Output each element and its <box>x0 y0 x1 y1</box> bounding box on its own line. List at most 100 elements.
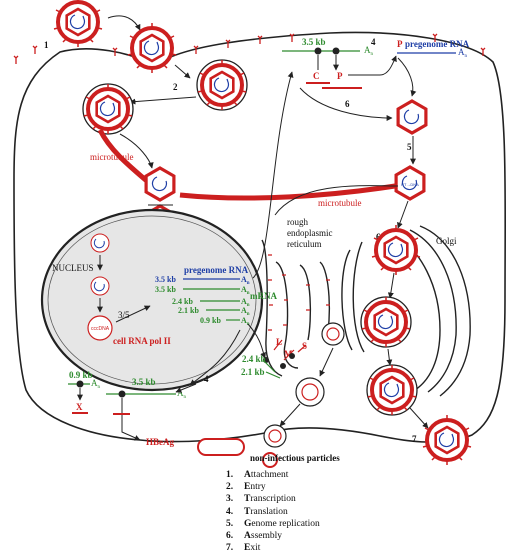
legend-initial: T <box>244 494 251 505</box>
legend-item: 7. Exit <box>226 542 406 554</box>
protein-p-top: P <box>397 39 403 49</box>
legend-text: ntry <box>250 482 266 493</box>
nuclear-dna-2 <box>90 276 110 296</box>
legend-number: 7. <box>226 543 234 554</box>
legend-text: xit <box>250 543 261 554</box>
legend-number: 5. <box>226 518 234 529</box>
legend-item: 5.Genome replication <box>226 518 406 530</box>
protein-c-label: C <box>313 71 320 81</box>
virion-attaching <box>52 0 104 49</box>
er-kb-0: 2.4 kb <box>242 354 266 364</box>
rough-er-label-1: rough <box>287 217 308 227</box>
golgi-label: Golgi <box>436 236 457 246</box>
nuclear-dna-1 <box>90 233 110 253</box>
poly-a-top: An <box>364 45 374 57</box>
legend-initial: A <box>244 470 251 480</box>
capsid-rt: RT→DNA <box>394 165 426 201</box>
capsid-assembly <box>396 99 428 135</box>
golgi-stacks <box>341 225 471 397</box>
er-kb-1: 2.1 kb <box>241 367 265 377</box>
step-7-label: 7 <box>412 434 417 444</box>
er-ribosome-dots <box>263 353 295 369</box>
poly-a-top-blue: An <box>458 47 468 59</box>
legend-item: 2. Entry <box>226 481 406 493</box>
non-infectious-particles <box>197 438 278 468</box>
legend-number: 1. <box>226 470 234 480</box>
legend-number: 2. <box>226 482 234 493</box>
legend-initial: E <box>244 482 251 493</box>
legend-number: 6. <box>226 530 234 541</box>
legend-text: ranscription <box>250 494 296 505</box>
legend-item: 1. Attachment <box>226 469 406 481</box>
step-4-top-label: 4 <box>371 37 376 47</box>
kb-nucleus-1: 3.5 kb <box>155 285 176 294</box>
kb-nucleus-4: 0.9 kb <box>200 316 221 325</box>
pregenome-rna-top-label: pregenome RNA <box>405 39 470 49</box>
rough-er-label-2: endoplasmic <box>287 228 333 238</box>
nucleus <box>40 208 264 392</box>
kb-nucleus-0: 3.5 kb <box>155 275 176 284</box>
nucleus-label: NUCLEUS <box>52 263 94 273</box>
capsid-cytoplasm <box>144 166 176 202</box>
rough-er <box>261 239 331 377</box>
virion-exit-vesicle <box>367 365 417 415</box>
legend-text: ttachment <box>250 470 289 480</box>
cell-rna-pol-label: cell RNA pol II <box>113 336 171 346</box>
microtubule-left-label: microtubule <box>90 152 134 162</box>
membrane-receptors <box>13 33 486 64</box>
rt-dna-label: RT→DNA <box>401 182 419 187</box>
svp-budding <box>263 424 287 448</box>
step-4-bottom-label: 4 <box>204 374 209 384</box>
top-transcript: 3.5 kb An C P <box>282 37 374 89</box>
er-ribosomes <box>268 254 330 331</box>
legend-number: 4. <box>226 506 234 517</box>
step-5-label: 5 <box>407 142 412 152</box>
legend-text: ssembly <box>250 530 283 541</box>
legend-initial: G <box>244 518 252 529</box>
step-2-label: 2 <box>173 82 178 92</box>
virion-released <box>421 413 473 467</box>
poly-a-35-bottom: An <box>177 388 187 400</box>
microtubule-right <box>179 183 396 201</box>
protein-p-label: P <box>337 71 343 81</box>
kb-09-bottom: 0.9 kb <box>69 370 93 380</box>
nuclear-transcripts: 3.5 kb 3.5 kb 2.4 kb 2.1 kb 0.9 kb An An… <box>155 275 250 327</box>
poly-a-2: An <box>241 285 250 296</box>
transcript-09kb: 0.9 kb An X <box>68 370 101 414</box>
svp-vesicle-2 <box>295 377 325 407</box>
protein-m-label: M <box>284 349 293 359</box>
legend-initial: A <box>244 530 251 541</box>
kb-35-top: 3.5 kb <box>302 37 326 47</box>
poly-a-09: An <box>91 378 101 390</box>
microtubule-right-label: microtubule <box>318 198 362 208</box>
legend-text: ranslation <box>250 506 288 517</box>
poly-a-4: An <box>241 306 250 317</box>
protein-l-label: L <box>276 337 282 347</box>
legend-item: 6. Assembly <box>226 530 406 542</box>
svp-vesicle-1 <box>321 322 345 346</box>
microtubule-left <box>97 128 150 184</box>
legend-number: 3. <box>226 494 234 505</box>
step-1-label: 1 <box>44 40 49 50</box>
non-infectious-label: non-infectious particles <box>250 453 340 463</box>
kb-35-bottom: 3.5 kb <box>132 377 156 387</box>
virion-binding <box>126 21 178 75</box>
kb-nucleus-2: 2.4 kb <box>172 297 193 306</box>
mrna-label: mRNA <box>250 291 277 301</box>
poly-a-1: An <box>241 275 250 286</box>
x-protein-label: X <box>76 402 83 412</box>
legend-item: 4.Translation <box>226 506 406 518</box>
endosome-virion-1 <box>197 60 247 110</box>
virion-golgi-vesicle <box>361 297 411 347</box>
kb-nucleus-3: 2.1 kb <box>178 306 199 315</box>
poly-a-3: An <box>241 297 250 308</box>
hbeag-label: HBeAg <box>146 437 174 447</box>
cccdna: cccDNA <box>87 315 113 341</box>
legend-initial: E <box>244 543 251 554</box>
legend-item: 3. Transcription <box>226 493 406 505</box>
pregenome-top: P pregenome RNA An <box>397 39 470 59</box>
pregenome-rna-nucleus-label: pregenome RNA <box>184 265 249 275</box>
step-6-top-label: 6 <box>345 99 350 109</box>
